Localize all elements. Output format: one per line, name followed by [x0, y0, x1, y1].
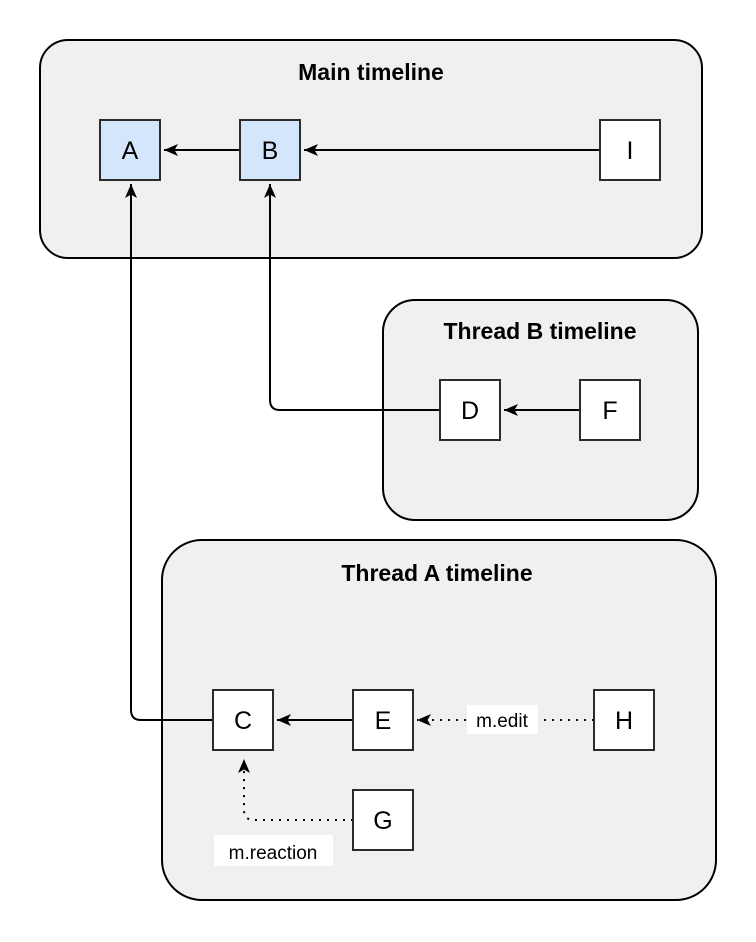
node-G-box: [352, 789, 414, 851]
node-E-label: E: [375, 707, 392, 735]
node-I-label: I: [627, 137, 634, 165]
edge-C-to-A: [125, 184, 213, 721]
node-B-box: [239, 119, 301, 181]
edge-label-m-reaction-text: m.reaction: [229, 843, 318, 864]
node-H: H: [593, 689, 655, 751]
node-G-label: G: [373, 807, 392, 835]
container-thread-a-timeline: Thread A timeline: [161, 539, 717, 901]
edge-label-m-reaction-background: [214, 835, 333, 866]
node-C-box: [212, 689, 274, 751]
node-A-label: A: [122, 137, 139, 165]
node-I-box: [599, 119, 661, 181]
node-E-box: [352, 689, 414, 751]
node-B-label: B: [262, 137, 279, 165]
node-A-box: [99, 119, 161, 181]
node-A: A: [99, 119, 161, 181]
thread-a-timeline-title: Thread A timeline: [341, 560, 532, 586]
node-E: E: [352, 689, 414, 751]
node-F: F: [579, 379, 641, 441]
edge-label-m-edit-text: m.edit: [476, 711, 528, 732]
node-D-box: [439, 379, 501, 441]
edge-label-m-edit-background: [467, 705, 538, 734]
edge-D-to-B: [264, 184, 440, 411]
node-C-label: C: [234, 707, 252, 735]
node-G: G: [352, 789, 414, 851]
node-H-label: H: [615, 707, 633, 735]
node-B: B: [239, 119, 301, 181]
node-D-label: D: [461, 397, 479, 425]
edge-label-m-edit: m.edit: [467, 705, 538, 734]
thread-b-timeline-title: Thread B timeline: [444, 318, 637, 344]
node-I: I: [599, 119, 661, 181]
node-F-label: F: [602, 397, 617, 425]
node-C: C: [212, 689, 274, 751]
main-timeline-title: Main timeline: [298, 59, 444, 85]
node-D: D: [439, 379, 501, 441]
node-H-box: [593, 689, 655, 751]
node-F-box: [579, 379, 641, 441]
edge-label-m-reaction: m.reaction: [214, 835, 333, 866]
